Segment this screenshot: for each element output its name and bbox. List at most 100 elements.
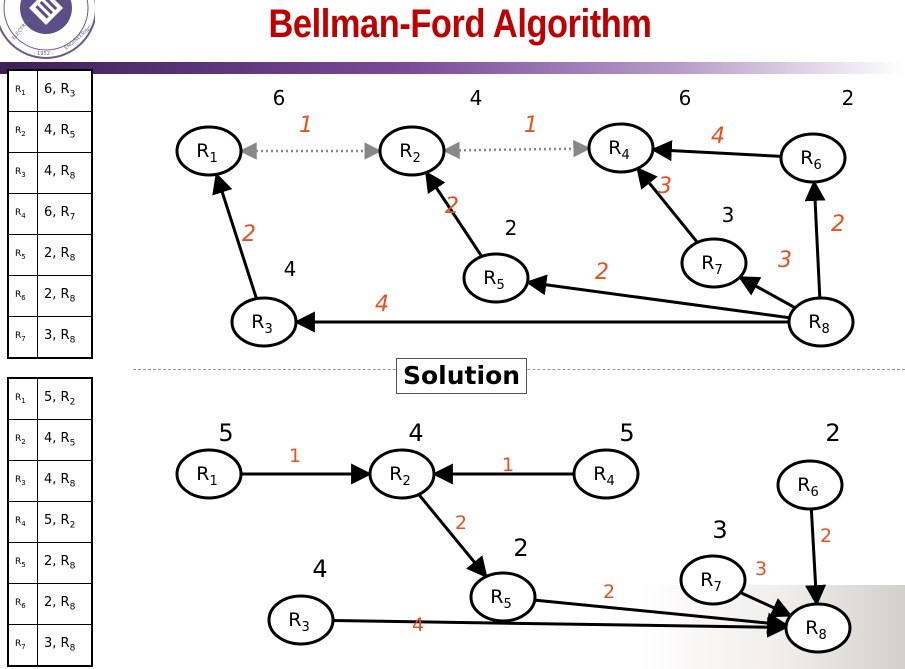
edge-r6-r8 bbox=[805, 508, 827, 607]
route-cell: 6, R3 bbox=[37, 69, 93, 112]
router-cell: R4 bbox=[7, 501, 38, 543]
router-label: R6 bbox=[797, 474, 818, 500]
router-circle bbox=[175, 125, 243, 177]
router-label: R8 bbox=[808, 311, 829, 337]
router-cell: R4 bbox=[7, 193, 38, 235]
router-circle bbox=[572, 448, 640, 500]
router-circle bbox=[776, 459, 844, 511]
distance-label: 5 bbox=[218, 419, 233, 447]
router-label: R2 bbox=[389, 463, 410, 489]
edge-weight-label: 2 bbox=[820, 525, 832, 547]
university-seal-logo: ELECTRONIC · 1952 · ENGINEERING bbox=[0, 0, 95, 59]
distance-label: 4 bbox=[408, 419, 423, 447]
edge-weight-label: 1 bbox=[289, 445, 301, 467]
edge-weight-label: 4 bbox=[412, 614, 424, 636]
router-label: R6 bbox=[800, 147, 821, 173]
edge-weight-label: 1 bbox=[524, 113, 538, 138]
distance-label: 3 bbox=[712, 516, 727, 544]
router-node-r6: R6 bbox=[776, 459, 844, 511]
router-circle bbox=[230, 296, 298, 348]
distance-label: 6 bbox=[679, 86, 692, 110]
router-label: R8 bbox=[805, 617, 826, 643]
edge-r2-r5 bbox=[417, 493, 488, 579]
router-node-r5: R5 bbox=[469, 571, 537, 623]
router-label: R5 bbox=[490, 586, 511, 612]
router-label: R5 bbox=[483, 267, 504, 293]
route-cell: 2, R8 bbox=[37, 583, 93, 625]
route-cell: 3, R8 bbox=[37, 316, 93, 359]
route-cell: 5, R2 bbox=[37, 501, 93, 543]
router-node-r8: R8 bbox=[787, 296, 855, 348]
route-cell: 6, R7 bbox=[37, 193, 93, 235]
router-node-r4: R4 bbox=[587, 122, 655, 174]
route-cell: 4, R8 bbox=[37, 152, 93, 194]
edge-weight-label: 3 bbox=[778, 248, 792, 273]
edge-weight-label: 1 bbox=[502, 454, 514, 476]
router-label: R4 bbox=[593, 463, 614, 489]
router-node-r6: R6 bbox=[779, 132, 847, 184]
edge-weight-label: 2 bbox=[831, 212, 845, 237]
edge-r7-r8 bbox=[739, 591, 793, 618]
router-cell: R1 bbox=[7, 377, 38, 420]
router-label: R7 bbox=[700, 569, 721, 595]
edge-weight-label: 3 bbox=[755, 558, 767, 580]
router-circle bbox=[378, 125, 446, 177]
router-circle bbox=[469, 571, 537, 623]
edge-weight-label: 2 bbox=[242, 222, 256, 247]
route-cell: 2, R8 bbox=[37, 542, 93, 584]
router-node-r1: R1 bbox=[175, 125, 243, 177]
route-cell: 4, R8 bbox=[37, 460, 93, 502]
edge-weight-label: 2 bbox=[595, 260, 609, 285]
distance-label: 4 bbox=[470, 86, 483, 110]
router-circle bbox=[784, 602, 852, 654]
router-node-r8: R8 bbox=[784, 602, 852, 654]
distance-label: 4 bbox=[284, 257, 297, 281]
router-cell: R6 bbox=[7, 583, 38, 625]
router-cell: R7 bbox=[7, 624, 38, 667]
router-circle bbox=[779, 132, 847, 184]
route-cell: 3, R8 bbox=[37, 624, 93, 667]
distance-label: 2 bbox=[505, 216, 518, 240]
router-circle bbox=[680, 237, 748, 289]
router-node-r3: R3 bbox=[230, 296, 298, 348]
edge-r2-r4 bbox=[442, 139, 591, 160]
edge-weight-label: 4 bbox=[375, 292, 389, 317]
solution-label: Solution bbox=[396, 358, 528, 394]
edge-r8-r5 bbox=[525, 274, 790, 320]
edge-r8-r7 bbox=[737, 275, 796, 310]
route-cell: 4, R5 bbox=[37, 419, 93, 461]
router-label: R7 bbox=[701, 252, 722, 278]
edge-weight-label: 2 bbox=[445, 194, 459, 219]
router-cell: R5 bbox=[7, 234, 38, 276]
router-label: R2 bbox=[399, 140, 420, 166]
edge-weight-label: 3 bbox=[658, 174, 672, 199]
distance-label: 2 bbox=[513, 534, 528, 562]
edge-weight-label: 4 bbox=[711, 124, 725, 149]
edge-r5-r8 bbox=[534, 598, 789, 634]
distance-label: 3 bbox=[722, 203, 735, 227]
distance-label: 2 bbox=[842, 86, 855, 110]
distance-label: 6 bbox=[273, 86, 286, 110]
edge-weight-label: 1 bbox=[299, 113, 313, 138]
distance-label: 2 bbox=[825, 419, 840, 447]
router-circle bbox=[267, 594, 335, 646]
router-cell: R5 bbox=[7, 542, 38, 584]
route-cell: 5, R2 bbox=[37, 377, 93, 420]
router-node-r2: R2 bbox=[368, 448, 436, 500]
router-node-r7: R7 bbox=[679, 554, 747, 606]
router-node-r7: R7 bbox=[680, 237, 748, 289]
router-circle bbox=[787, 296, 855, 348]
route-cell: 2, R8 bbox=[37, 234, 93, 276]
